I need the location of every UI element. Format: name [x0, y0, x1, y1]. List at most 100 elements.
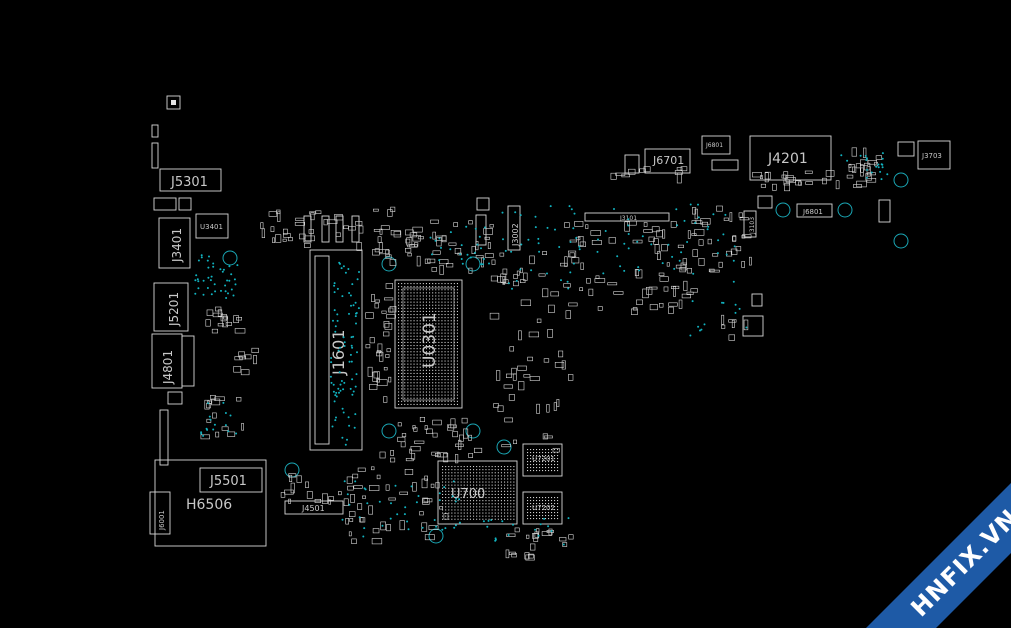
via: [514, 211, 517, 214]
bga-ball: [425, 360, 427, 362]
passive-outline: [410, 445, 421, 452]
via: [202, 279, 205, 282]
bga-ball: [407, 307, 409, 309]
bga-ball: [425, 369, 427, 371]
bga-ball: [554, 497, 556, 499]
bga-ball: [479, 484, 481, 486]
bga-ball: [488, 487, 490, 489]
passive-outline: [453, 222, 459, 227]
bga-ball: [444, 388, 446, 390]
via: [692, 272, 695, 275]
bga-ball: [527, 500, 529, 502]
bga-ball: [504, 512, 506, 514]
bga-ball: [466, 512, 468, 514]
bga-ball: [447, 397, 449, 399]
bga-ball: [497, 466, 499, 468]
passive-outline: [508, 394, 515, 401]
bga-ball: [463, 512, 465, 514]
bga-ball: [444, 326, 446, 328]
passive-outline: [359, 517, 364, 523]
bga-ball: [438, 388, 440, 390]
passive-outline: [721, 314, 725, 325]
via: [438, 259, 441, 262]
bga-ball: [466, 490, 468, 492]
bga-ball: [407, 391, 409, 393]
bga-ball: [445, 481, 447, 483]
passive-outline: [412, 482, 417, 492]
bga-ball: [441, 369, 443, 371]
passive-outline: [846, 174, 854, 179]
via: [338, 261, 341, 264]
via: [394, 484, 397, 487]
bga-ball: [533, 467, 535, 469]
bga-ball: [500, 475, 502, 477]
bga-ball: [527, 512, 529, 514]
via: [543, 517, 546, 520]
via: [641, 235, 644, 238]
bga-ball: [438, 320, 440, 322]
passive-outline: [371, 466, 375, 471]
bga-ball: [548, 506, 550, 508]
bga-ball: [456, 335, 458, 337]
via: [650, 243, 653, 246]
bga-ball: [507, 509, 509, 511]
bga-ball: [442, 475, 444, 477]
bga-ball: [419, 345, 421, 347]
bga-ball: [504, 497, 506, 499]
passive-outline: [505, 549, 510, 559]
bga-ball: [536, 464, 538, 466]
bga-ball: [494, 503, 496, 505]
bga-ball: [451, 497, 453, 499]
passive-outline: [212, 412, 217, 419]
passive-outline: [384, 297, 394, 301]
via: [200, 432, 203, 435]
passive-outline: [627, 220, 637, 226]
passive-outline: [289, 474, 293, 483]
bga-ball: [407, 335, 409, 337]
bga-ball: [425, 323, 427, 325]
label-u7201: U7201: [532, 455, 555, 463]
bga-ball: [450, 360, 452, 362]
bga-ball: [410, 394, 412, 396]
bga-ball: [429, 283, 431, 285]
bga-ball: [488, 484, 490, 486]
bga-ball: [432, 366, 434, 368]
via: [349, 294, 352, 297]
passive-outline: [376, 378, 381, 383]
bga-ball: [429, 357, 431, 359]
via: [441, 528, 444, 531]
bga-ball: [482, 466, 484, 468]
bga-ball: [542, 464, 544, 466]
bga-ball: [438, 286, 440, 288]
bga-ball: [404, 304, 406, 306]
passive-outline: [563, 283, 571, 288]
bga-ball: [435, 360, 437, 362]
bga-ball: [425, 289, 427, 291]
via: [483, 226, 486, 229]
bga-ball: [438, 295, 440, 297]
passive-outline: [590, 230, 601, 236]
bga-ball: [419, 323, 421, 325]
via: [364, 488, 367, 491]
bga-ball: [447, 394, 449, 396]
via: [443, 486, 446, 489]
via: [333, 282, 336, 285]
passive-outline: [564, 256, 568, 267]
bga-ball: [451, 472, 453, 474]
bga-ball: [438, 363, 440, 365]
bga-ball: [419, 369, 421, 371]
bga-ball: [432, 298, 434, 300]
bga-ball: [407, 338, 409, 340]
bga-ball: [460, 497, 462, 499]
via: [334, 419, 337, 422]
via: [738, 307, 741, 310]
passive-outline: [560, 262, 568, 267]
passive-outline: [390, 230, 401, 236]
bga-ball: [419, 304, 421, 306]
bga-ball: [438, 283, 440, 285]
passive-outline: [723, 217, 729, 221]
bga-ball: [422, 366, 424, 368]
bga-ball: [527, 464, 529, 466]
passive-outline: [520, 267, 523, 274]
bga-ball: [539, 467, 541, 469]
